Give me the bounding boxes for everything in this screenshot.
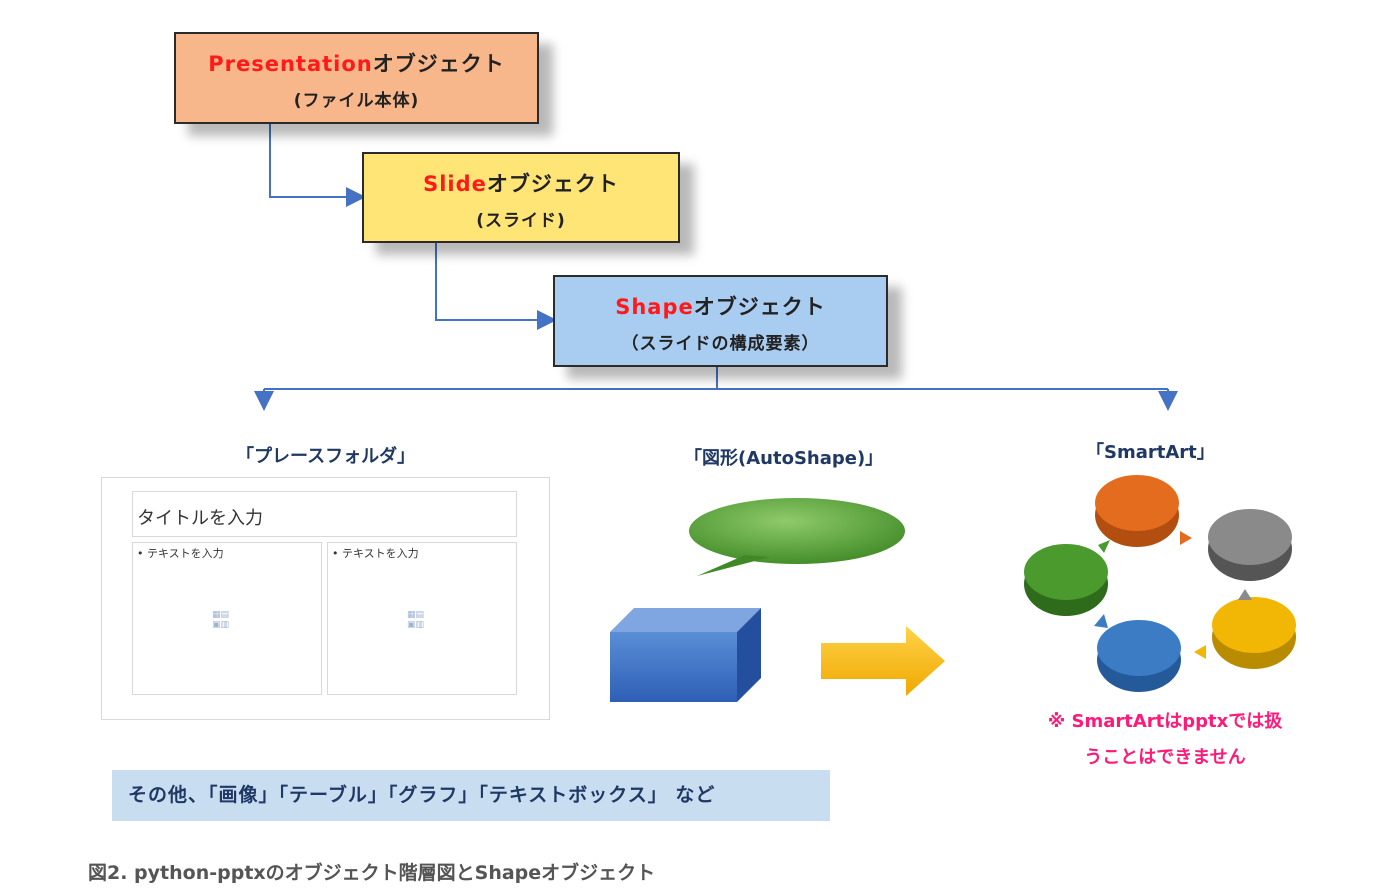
slide-title: Slideオブジェクト bbox=[423, 172, 619, 196]
slide-subtitle: (スライド) bbox=[476, 211, 566, 231]
placeholder-title-box: タイトルを入力 bbox=[132, 491, 517, 537]
autoshape-label: 「図形(AutoShape)」 bbox=[684, 448, 884, 469]
presentation-title: Presentationオブジェクト bbox=[208, 52, 505, 76]
content-insert-icon: ▦▤▣▥ bbox=[407, 610, 425, 630]
shape-object-box: Shapeオブジェクト （スライドの構成要素） bbox=[553, 275, 888, 367]
smartart-label: 「SmartArt」 bbox=[1086, 442, 1215, 463]
cube-shape bbox=[610, 608, 761, 702]
presentation-object-box: Presentationオブジェクト (ファイル本体) bbox=[174, 32, 539, 124]
presentation-subtitle: (ファイル本体) bbox=[293, 91, 420, 111]
speech-bubble-shape bbox=[689, 498, 905, 576]
smartart-note-line2: うことはできません bbox=[1084, 747, 1246, 768]
connector-slide-shape bbox=[435, 241, 557, 330]
smartart-cycle-graphic bbox=[1024, 475, 1296, 692]
smartart-note: ※ SmartArtはpptxでは扱 うことはできません bbox=[1030, 704, 1300, 776]
slide-object-box: Slideオブジェクト (スライド) bbox=[362, 152, 680, 243]
placeholder-label: 「プレースフォルダ」 bbox=[236, 446, 416, 467]
figure-caption: 図2. python-pptxのオブジェクト階層図とShapeオブジェクト bbox=[88, 862, 656, 884]
other-shapes-banner: その他、「画像」「テーブル」「グラフ」「テキストボックス」 など bbox=[112, 770, 830, 821]
placeholder-slide-sample bbox=[101, 477, 550, 720]
shape-title: Shapeオブジェクト bbox=[615, 295, 826, 319]
connector-presentation-slide bbox=[269, 122, 366, 207]
block-arrow-shape bbox=[821, 626, 945, 696]
smartart-note-line1: ※ SmartArtはpptxでは扱 bbox=[1047, 711, 1283, 732]
placeholder-content-left: • テキストを入力 bbox=[132, 542, 322, 695]
content-insert-icon: ▦▤▣▥ bbox=[212, 610, 230, 630]
placeholder-content-right: • テキストを入力 bbox=[327, 542, 517, 695]
shape-subtitle: （スライドの構成要素） bbox=[621, 334, 820, 354]
